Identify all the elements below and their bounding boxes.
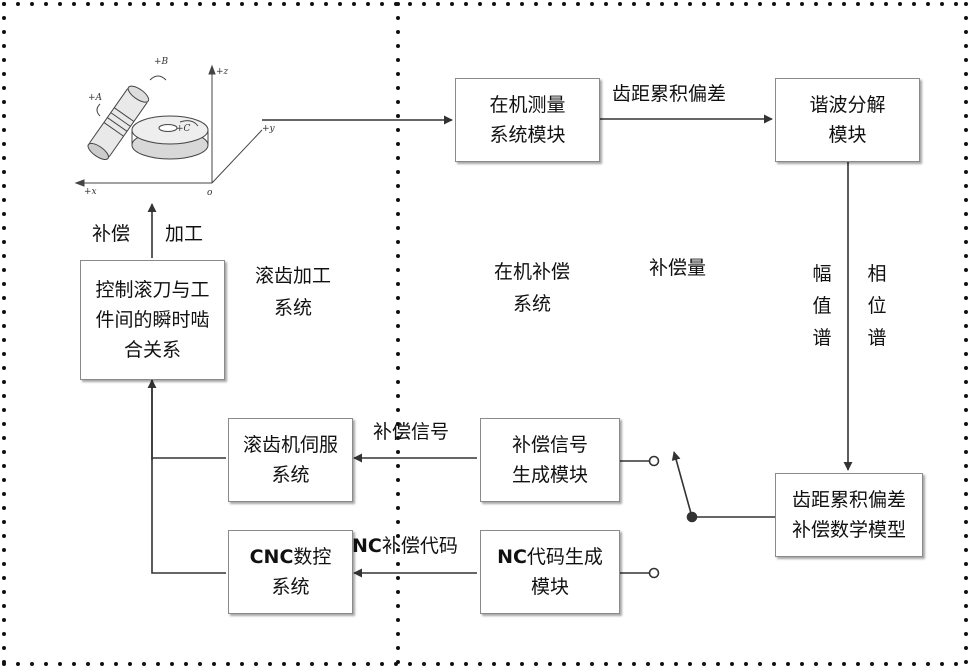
cnc-system-box: CNC数控 系统 (228, 530, 353, 614)
onmachine-comp-line-1: 在机补偿 (482, 256, 582, 288)
signal-gen-line-1: 补偿信号 (512, 430, 588, 460)
model-line-1: 齿距累积偏差 (792, 485, 906, 515)
switch-pivot (688, 513, 697, 522)
control-line-3: 合关系 (95, 335, 209, 365)
nc-code-rest: 补偿代码 (382, 535, 458, 557)
axis-label-b: +B (154, 57, 169, 67)
nc-gen-line-1: NC代码生成 (497, 542, 603, 572)
cnc-line-1: CNC数控 (250, 542, 332, 572)
axis-label-x: +x (84, 187, 97, 197)
phase-char-2: 位 (865, 290, 889, 322)
hobbing-system-line-1: 滚齿加工 (243, 260, 343, 292)
comp-signal-label: 补偿信号 (373, 418, 449, 446)
model-line-2: 补偿数学模型 (792, 515, 906, 545)
nc-gen-rest: 代码生成 (527, 546, 603, 568)
onmachine-comp-line-2: 系统 (482, 288, 582, 320)
line-cnc-feedback (152, 380, 226, 573)
onmachine-comp-label: 在机补偿 系统 (482, 256, 582, 320)
harmonic-decomposition-module: 谐波分解 模块 (775, 78, 920, 162)
hobbing-system-line-2: 系统 (243, 292, 343, 324)
nc-comp-code-label: NC补偿代码 (352, 532, 458, 560)
nc-gen-line-2: 模块 (497, 572, 603, 602)
axis-label-a: +A (88, 93, 103, 103)
nc-code-prefix: NC (352, 535, 382, 557)
amplitude-char-1: 幅 (810, 258, 834, 290)
pitch-deviation-label: 齿距累积偏差 (612, 80, 726, 108)
connectors (152, 119, 848, 573)
contact-signal (650, 457, 659, 466)
contact-nc (650, 569, 659, 578)
control-line-2: 件间的瞬时啮 (95, 305, 209, 335)
cnc-rest: 数控 (293, 546, 331, 568)
control-line-1: 控制滚刀与工 (95, 275, 209, 305)
comp-signal-gen-module: 补偿信号 生成模块 (480, 418, 620, 502)
harmonic-line-2: 模块 (809, 120, 885, 150)
axis-label-y: +y (262, 124, 276, 134)
measure-line-1: 在机测量 (489, 90, 565, 120)
hobbing-servo-system-box: 滚齿机伺服 系统 (228, 418, 353, 502)
cnc-line-2: 系统 (250, 572, 332, 602)
signal-gen-line-2: 生成模块 (512, 460, 588, 490)
pitch-deviation-model-box: 齿距累积偏差 补偿数学模型 (775, 473, 923, 557)
amplitude-char-3: 谱 (810, 322, 834, 354)
nc-code-gen-module: NC代码生成 模块 (480, 530, 620, 614)
nc-gen-prefix: NC (497, 546, 527, 568)
machining-label: 加工 (165, 220, 203, 248)
hobbing-system-label: 滚齿加工 系统 (243, 260, 343, 324)
amplitude-spectrum-label: 幅 值 谱 (810, 258, 834, 354)
hobbing-machine-figure (76, 66, 262, 186)
servo-line-2: 系统 (243, 460, 338, 490)
comp-amount-label: 补偿量 (649, 254, 706, 282)
cnc-prefix: CNC (250, 546, 294, 568)
measure-line-2: 系统模块 (489, 120, 565, 150)
switch-lever (674, 452, 692, 517)
axis-label-c: +C (176, 124, 191, 134)
phase-char-1: 相 (865, 258, 889, 290)
harmonic-line-1: 谐波分解 (809, 90, 885, 120)
servo-line-1: 滚齿机伺服 (243, 430, 338, 460)
onmachine-measure-module: 在机测量 系统模块 (455, 78, 600, 162)
switch-contacts (650, 457, 697, 578)
control-meshing-box: 控制滚刀与工 件间的瞬时啮 合关系 (80, 260, 225, 380)
phase-spectrum-label: 相 位 谱 (865, 258, 889, 354)
axis-label-z: +z (216, 67, 229, 77)
amplitude-char-2: 值 (810, 290, 834, 322)
phase-char-3: 谱 (865, 322, 889, 354)
axis-label-origin: o (207, 188, 213, 198)
compensate-label: 补偿 (92, 220, 130, 248)
